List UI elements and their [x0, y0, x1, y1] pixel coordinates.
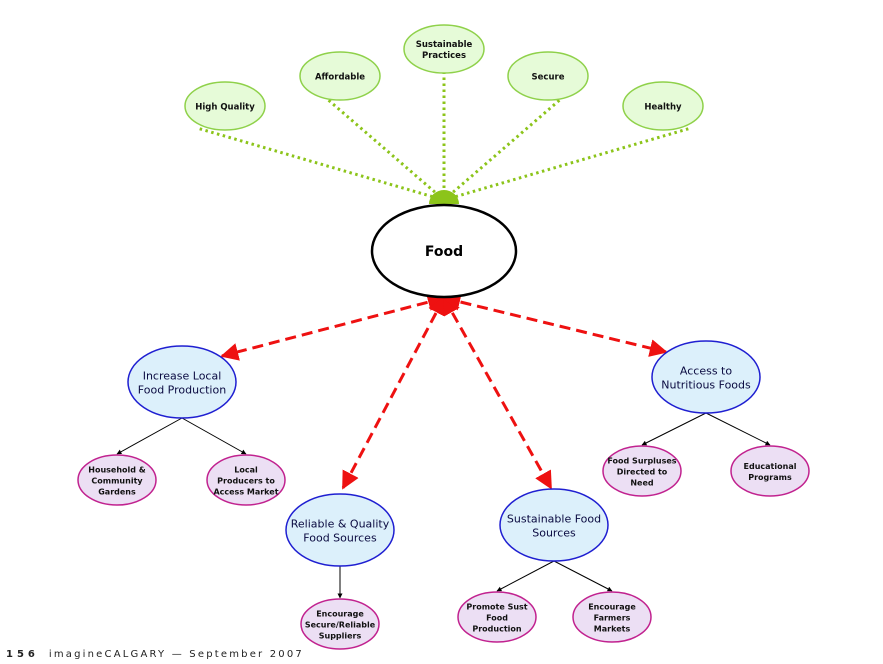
action-node-encourage-secure-reliable-suppliers [300, 598, 380, 650]
goal-label-reliable-quality-food-sources-line: Reliable & Quality [291, 518, 390, 531]
attribute-node-healthy [622, 81, 704, 131]
goal-node-reliable-quality-food-sources [285, 493, 395, 567]
goal-node-sustainable-food-sources [499, 488, 609, 562]
action-connector-household-community-gardens [116, 417, 183, 455]
attribute-label-high-quality: High Quality [195, 103, 255, 113]
action-label-encourage-farmers-markets-line: Farmers [594, 614, 631, 623]
action-label-local-producers-access-market-line: Access Market [213, 488, 278, 497]
goal-arrow-sustainable-food-sources [442, 296, 553, 490]
action-connector-encourage-farmers-markets [553, 560, 613, 592]
attribute-connector-affordable [325, 96, 445, 202]
action-label-encourage-secure-reliable-suppliers-line: Suppliers [319, 632, 362, 641]
connectors-layer [116, 73, 771, 599]
action-connector-local-producers-access-market [181, 417, 247, 455]
attribute-node-sustainable-practices [403, 24, 485, 74]
goal-node-increase-local-food-production [127, 345, 237, 419]
page-footer: 156 imagineCALGARY — September 2007 [6, 649, 304, 660]
attribute-node-secure [507, 51, 589, 101]
goal-label-increase-local-food-production-line: Increase Local [143, 370, 222, 383]
action-connector-promote-sust-food-production [496, 560, 555, 592]
food-center-node [370, 203, 518, 299]
attribute-connector-healthy [443, 126, 692, 202]
action-label-educational-programs-line: Educational [744, 462, 797, 471]
goal-arrow-increase-local-food-production [220, 293, 446, 361]
action-label-encourage-secure-reliable-suppliers-line: Encourage [316, 610, 364, 619]
goal-label-sustainable-food-sources-line: Sustainable Food [507, 513, 601, 526]
action-label-promote-sust-food-production-line: Food [486, 614, 508, 623]
action-label-encourage-secure-reliable-suppliers-line: Secure/Reliable [305, 621, 376, 630]
attribute-label-healthy-line: Healthy [644, 103, 682, 113]
action-label-encourage-farmers-markets-line: Markets [594, 625, 631, 634]
goal-arrow-reliable-quality-food-sources [341, 296, 446, 490]
action-node-encourage-farmers-markets [572, 591, 652, 643]
attribute-node-affordable [299, 51, 381, 101]
attribute-connector-secure [443, 96, 563, 202]
attribute-label-healthy: Healthy [644, 103, 682, 113]
action-node-food-surpluses-directed-to-need [602, 445, 682, 497]
action-label-household-community-gardens-line: Community [91, 477, 143, 486]
action-label-household-community-gardens-line: Gardens [98, 488, 136, 497]
attribute-label-secure-line: Secure [532, 73, 565, 83]
food-center-label: Food [425, 244, 463, 260]
attribute-label-affordable-line: Affordable [315, 73, 365, 83]
action-node-educational-programs [730, 445, 810, 497]
page-number: 156 [6, 649, 39, 660]
action-connector-educational-programs [705, 412, 771, 446]
goal-label-access-to-nutritious-foods-line: Access to [680, 365, 732, 378]
action-label-food-surpluses-directed-to-need-line: Directed to [617, 468, 668, 477]
goal-label-increase-local-food-production-line: Food Production [138, 384, 226, 397]
action-label-promote-sust-food-production-line: Promote Sust [466, 603, 527, 612]
action-node-promote-sust-food-production [457, 591, 537, 643]
goal-label-reliable-quality-food-sources-line: Food Sources [303, 532, 377, 545]
attribute-label-sustainable-practices-line: Practices [422, 51, 466, 61]
action-connector-food-surpluses-directed-to-need [641, 412, 707, 446]
action-label-educational-programs-line: Programs [748, 473, 792, 482]
action-label-food-surpluses-directed-to-need-line: Food Surpluses [607, 457, 676, 466]
action-label-promote-sust-food-production-line: Production [472, 625, 522, 634]
attribute-label-sustainable-practices-line: Sustainable [416, 40, 473, 50]
action-label-local-producers-access-market-line: Local [234, 466, 258, 475]
goal-node-access-to-nutritious-foods [651, 340, 761, 414]
attribute-label-secure: Secure [532, 73, 565, 83]
attribute-hub-semicircle [429, 190, 459, 204]
goal-label-sustainable-food-sources-line: Sources [532, 527, 576, 540]
attribute-label-high-quality-line: High Quality [195, 103, 255, 113]
goal-arrow-access-to-nutritious-foods [442, 293, 668, 357]
attribute-connector-high-quality [196, 126, 445, 202]
action-label-food-surpluses-directed-to-need-line: Need [630, 479, 654, 488]
goal-label-access-to-nutritious-foods-line: Nutritious Foods [661, 379, 751, 392]
attribute-node-high-quality [184, 81, 266, 131]
action-node-local-producers-access-market [206, 454, 286, 506]
action-label-encourage-farmers-markets-line: Encourage [588, 603, 636, 612]
footer-text: imagineCALGARY — September 2007 [48, 649, 304, 660]
action-node-household-community-gardens [77, 454, 157, 506]
action-label-local-producers-access-market-line: Producers to [217, 477, 275, 486]
action-label-household-community-gardens-line: Household & [88, 466, 146, 475]
attribute-label-affordable: Affordable [315, 73, 365, 83]
